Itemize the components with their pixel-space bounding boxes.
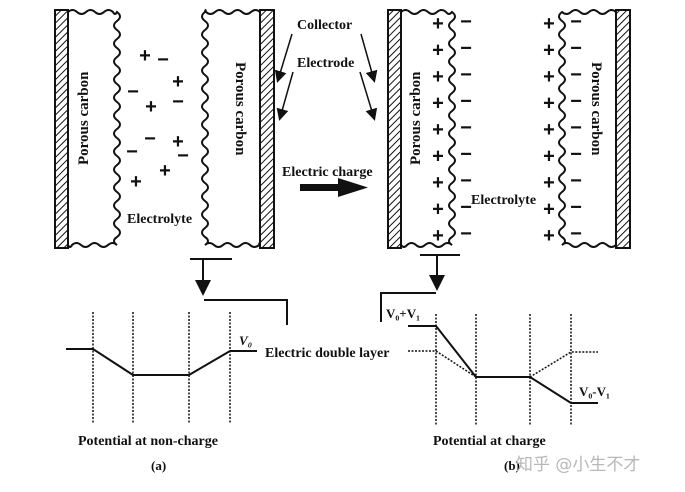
positive-ion: + (130, 171, 142, 193)
collector-arrow-left (274, 33, 293, 83)
positive-ion: + (172, 71, 184, 93)
positive-ion: + (543, 93, 555, 115)
electrode-label: Electrode (297, 56, 354, 71)
positive-ion: + (432, 199, 444, 221)
positive-ion: + (543, 13, 555, 35)
negative-ion: − (570, 117, 582, 139)
negative-ion: − (570, 144, 582, 166)
negative-ion: − (460, 117, 472, 139)
negative-ion: − (570, 64, 582, 86)
negative-ion: − (144, 128, 156, 150)
watermark: 知乎 @小生不才 (516, 455, 640, 475)
electrolyte-ions: +−+−+−−+−+−+ (126, 45, 189, 193)
negative-ion: − (460, 11, 472, 33)
electric-double-layer-label: Electric double layer (265, 346, 389, 361)
positive-ion: + (543, 40, 555, 62)
left-electrode-label-b: Porous carbon (408, 71, 424, 165)
positive-ion: + (543, 66, 555, 88)
positive-ion: + (543, 225, 555, 247)
collector-arrow-right (360, 33, 378, 83)
positive-ion: + (543, 146, 555, 168)
negative-ion: − (570, 91, 582, 113)
potential-curve-a (66, 348, 257, 376)
negative-ion: − (570, 170, 582, 192)
panel-b-cell: Porous carbon Porous carbon +−+−+−+−+−+−… (387, 9, 631, 249)
right-porous-electrode-b (558, 9, 617, 248)
annotations: Collector Electrode Electric charge (274, 18, 378, 197)
negative-ion: − (126, 141, 138, 163)
positive-ion: + (432, 172, 444, 194)
double-layer-ions: +−+−+−+−+−+−+−+−+−+−+−+−+−+−+−+−+−+− (432, 11, 582, 247)
electrolyte-label-b: Electrolyte (471, 193, 536, 208)
right-porous-electrode (201, 9, 261, 248)
positive-ion: + (432, 13, 444, 35)
positive-ion: + (432, 119, 444, 141)
electrode-arrow-left (276, 71, 294, 121)
positive-ion: + (432, 146, 444, 168)
v0-plus-v1-label: V₀+V₁ (386, 306, 420, 321)
positive-ion: + (139, 45, 151, 67)
negative-ion: − (460, 91, 472, 113)
positive-ion: + (432, 225, 444, 247)
caption-a: (a) (151, 458, 166, 473)
potential-graph-a: V₀ Electric double layer Potential at no… (66, 312, 389, 473)
panel-a-cell: Porous carbon Porous carbon +−+−+−−+−+−+… (54, 9, 275, 249)
right-collector-plate (259, 9, 275, 249)
potential-charge-label: Potential at charge (433, 434, 546, 449)
positive-ion: + (543, 119, 555, 141)
negative-ion: − (570, 38, 582, 60)
negative-ion: − (460, 197, 472, 219)
left-porous-electrode (67, 9, 121, 248)
left-collector-plate-b (387, 9, 402, 249)
electrolyte-label-a: Electrolyte (127, 212, 192, 227)
potential-non-charge-label: Potential at non-charge (78, 434, 218, 449)
negative-ion: − (460, 38, 472, 60)
positive-ion: + (172, 131, 184, 153)
negative-ion: − (460, 223, 472, 245)
negative-ion: − (177, 145, 189, 167)
negative-ion: − (460, 170, 472, 192)
negative-ion: − (157, 49, 169, 71)
v0-minus-v1-label: V₀-V₁ (579, 384, 610, 399)
right-electrode-label-b: Porous carbon (588, 62, 604, 156)
positive-ion: + (145, 96, 157, 118)
positive-ion: + (543, 199, 555, 221)
positive-ion: + (159, 160, 171, 182)
positive-ion: + (432, 93, 444, 115)
v0-label: V₀ (239, 333, 252, 348)
positive-ion: + (543, 172, 555, 194)
negative-ion: − (570, 197, 582, 219)
electrode-arrow-right (359, 71, 378, 121)
negative-ion: − (127, 81, 139, 103)
potential-curve-reference (408, 350, 598, 378)
left-porous-electrode-b (400, 9, 456, 248)
negative-ion: − (570, 11, 582, 33)
caption-b: (b) (504, 458, 520, 473)
positive-ion: + (432, 66, 444, 88)
right-electrode-label: Porous carbon (232, 62, 248, 156)
collector-label: Collector (297, 18, 352, 33)
right-collector-plate-b (615, 9, 631, 249)
negative-ion: − (460, 144, 472, 166)
potential-graph-b: V₀+V₁ V₀-V₁ Potential at charge (b) (386, 306, 610, 473)
positive-ion: + (432, 40, 444, 62)
electric-charge-label: Electric charge (282, 165, 373, 180)
left-electrode-label: Porous carbon (76, 71, 92, 165)
negative-ion: − (172, 91, 184, 113)
negative-ion: − (570, 223, 582, 245)
connectors (190, 254, 460, 325)
left-collector-plate (54, 9, 69, 249)
electric-charge-arrow (300, 178, 368, 197)
negative-ion: − (460, 64, 472, 86)
